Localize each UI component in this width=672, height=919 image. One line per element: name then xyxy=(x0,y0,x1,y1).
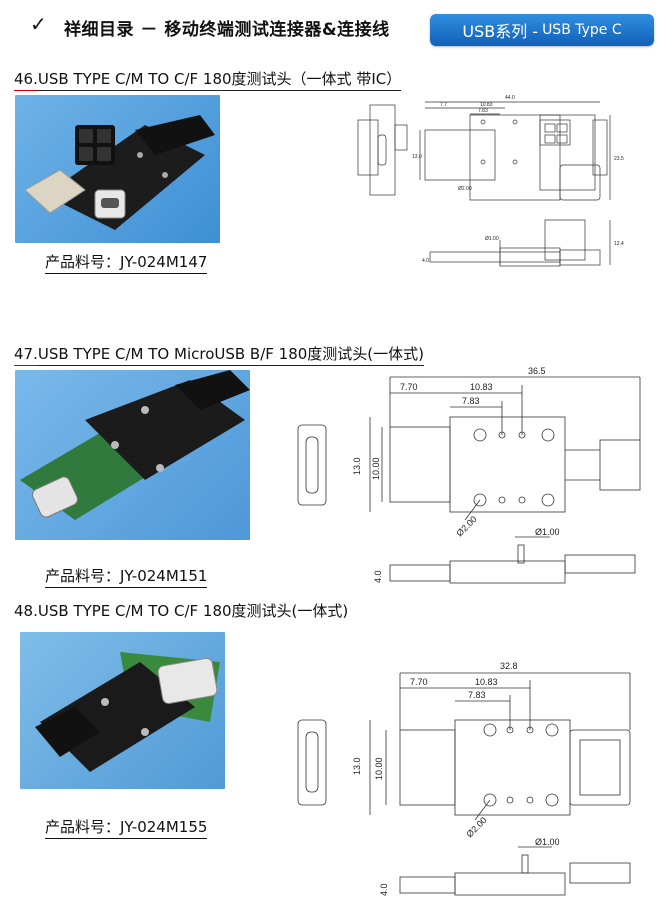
check-icon: ✓ xyxy=(30,12,47,36)
dim-47-h2: 10.00 xyxy=(371,457,381,480)
badge-sub: USB Type C xyxy=(542,22,622,38)
dim-48-d1: 7.70 xyxy=(410,677,428,687)
dim-47-pin: Ø1.00 xyxy=(535,527,560,537)
section-48-title-text: 48.USB TYPE C/M TO C/F 180度测试头(一体式) xyxy=(14,602,349,620)
page-header: ✓ 祥细目录 － 移动终端测试连接器&连接线 USB系列 - USB Type … xyxy=(0,0,672,60)
series-badge: USB系列 - USB Type C xyxy=(430,14,654,46)
section-47-title: 47.USB TYPE C/M TO MicroUSB B/F 180度测试头(… xyxy=(14,343,425,366)
dim-47-width: 36.5 xyxy=(528,366,546,376)
technical-drawing-47: 36.5 7.70 10.83 7.83 13.0 10.00 Ø2.00 Ø1… xyxy=(297,366,641,584)
technical-drawing-48: 32.8 7.70 10.83 7.83 13.0 10.00 Ø2.00 Ø1… xyxy=(297,661,631,896)
dim-48-width: 32.8 xyxy=(500,661,518,671)
section-46-title-text: 46.USB TYPE C/M TO C/F 180度测试头（一体式 带IC） xyxy=(14,70,402,88)
part-number-48: 产品料号：JY-024M155 xyxy=(45,816,208,839)
dim-46-h1: 13.0 xyxy=(412,154,422,160)
dim-47-d1: 7.70 xyxy=(400,382,418,392)
dim-48-h2: 10.00 xyxy=(374,757,384,780)
dim-46-d1: 7.7 xyxy=(440,102,447,108)
section-46-title: 46.USB TYPE C/M TO C/F 180度测试头（一体式 带IC） xyxy=(14,68,402,91)
dim-46-side: 12.4 xyxy=(614,241,624,247)
dim-48-t: 4.0 xyxy=(379,883,389,896)
product-48-illustration xyxy=(35,652,220,772)
product-photo-48 xyxy=(20,632,225,789)
dim-46-width: 44.0 xyxy=(505,95,515,101)
product-photo-47 xyxy=(15,370,250,540)
section-48-title: 48.USB TYPE C/M TO C/F 180度测试头(一体式) xyxy=(14,600,348,621)
product-photo-46 xyxy=(15,95,220,243)
part-number-47: 产品料号：JY-024M151 xyxy=(45,565,208,588)
dim-46-hole: Ø2.00 xyxy=(458,186,472,192)
dim-46-d2: 10.83 xyxy=(480,102,493,108)
dim-48-pin: Ø1.00 xyxy=(535,837,560,847)
dim-47-t: 4.0 xyxy=(373,570,383,583)
page-title: 祥细目录 － 移动终端测试连接器&连接线 xyxy=(64,20,390,40)
dim-47-d2: 10.83 xyxy=(470,382,493,392)
section-47-title-text: 47.USB TYPE C/M TO MicroUSB B/F 180度测试头(… xyxy=(14,345,425,363)
dim-48-hole: Ø2.00 xyxy=(464,815,488,839)
dim-46-pin: Ø1.00 xyxy=(485,236,499,242)
product-47-illustration xyxy=(20,370,250,520)
dim-47-d3: 7.83 xyxy=(462,396,480,406)
dim-46-h2: 23.5 xyxy=(614,156,624,162)
dim-46-d3: 7.83 xyxy=(478,108,488,114)
technical-drawing-46: 44.0 7.7 10.83 7.83 13.0 23.5 Ø2.00 Ø1.0… xyxy=(357,95,624,267)
badge-main: USB系列 - xyxy=(462,22,539,41)
dim-48-d2: 10.83 xyxy=(475,677,498,687)
dim-46-t: 4.0 xyxy=(422,258,429,264)
dim-48-h1: 13.0 xyxy=(352,757,362,775)
dim-48-d3: 7.83 xyxy=(468,690,486,700)
dim-47-h1: 13.0 xyxy=(352,457,362,475)
product-46-illustration xyxy=(24,115,215,230)
part-number-46: 产品料号：JY-024M147 xyxy=(45,251,208,274)
